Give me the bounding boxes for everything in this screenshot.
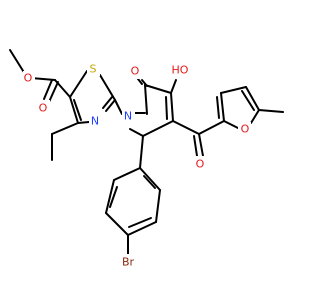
bond: [113, 167, 141, 181]
bond: [193, 135, 198, 157]
atom-o-lactam: O: [128, 64, 141, 79]
atom-label: O: [196, 158, 205, 171]
bond: [102, 96, 113, 109]
bond: [216, 96, 220, 119]
bond: [69, 70, 88, 98]
atom-ho-hydroxyl: HO: [169, 62, 192, 78]
bond: [129, 128, 144, 137]
atom-label: Br: [122, 256, 135, 269]
bond: [141, 79, 148, 87]
bond: [258, 109, 284, 113]
bond: [43, 79, 53, 100]
bond: [9, 49, 26, 75]
atom-label: S: [90, 63, 97, 76]
atom-label: O: [131, 65, 140, 78]
bond-lines: [9, 49, 284, 255]
bond: [69, 96, 79, 124]
bond: [155, 189, 161, 223]
atom-br-bromo: Br: [117, 254, 139, 270]
bond: [139, 167, 161, 191]
bond: [143, 175, 156, 189]
atom-label: N: [124, 110, 132, 123]
atom-o-ketone: O: [193, 156, 206, 171]
atom-n-thiazole: N: [89, 114, 102, 129]
bond: [144, 84, 172, 94]
atom-label: O: [39, 102, 48, 115]
bond: [51, 122, 79, 135]
atom-label: HO: [172, 64, 189, 77]
atom-label: N: [91, 115, 99, 128]
bond: [198, 133, 204, 157]
bond: [109, 186, 118, 208]
bond: [198, 120, 225, 135]
atom-o-ester-carbonyl: O: [37, 100, 50, 115]
bond: [77, 121, 90, 124]
bond: [144, 84, 148, 115]
bond: [73, 99, 82, 121]
atom-o-ester: O: [23, 71, 35, 85]
bond: [220, 92, 225, 122]
bond: [172, 120, 200, 135]
bond: [223, 120, 239, 129]
bond: [170, 92, 174, 122]
bond: [170, 79, 177, 94]
atom-label: O: [241, 123, 250, 136]
atom-labels: O O S N N O HO O: [23, 61, 251, 270]
bond: [137, 78, 143, 85]
bond: [105, 99, 116, 112]
bond: [250, 109, 260, 124]
bond: [142, 120, 174, 137]
atom-label: O: [24, 72, 33, 85]
bond: [127, 221, 157, 236]
atom-o-furan: O: [238, 122, 251, 137]
bond: [220, 86, 247, 94]
bond: [241, 90, 255, 111]
bond: [165, 96, 168, 120]
bond: [105, 179, 115, 214]
bond: [48, 81, 59, 103]
bond: [128, 217, 152, 228]
molecule-structure: O O S N N O HO O: [9, 49, 284, 270]
bond: [105, 212, 129, 236]
atom-s-thiazole: S: [87, 61, 100, 76]
bond: [99, 74, 116, 101]
bond: [114, 99, 123, 115]
bond: [139, 135, 144, 169]
atom-n-pyrrole: N: [122, 109, 135, 124]
bond: [245, 86, 260, 111]
